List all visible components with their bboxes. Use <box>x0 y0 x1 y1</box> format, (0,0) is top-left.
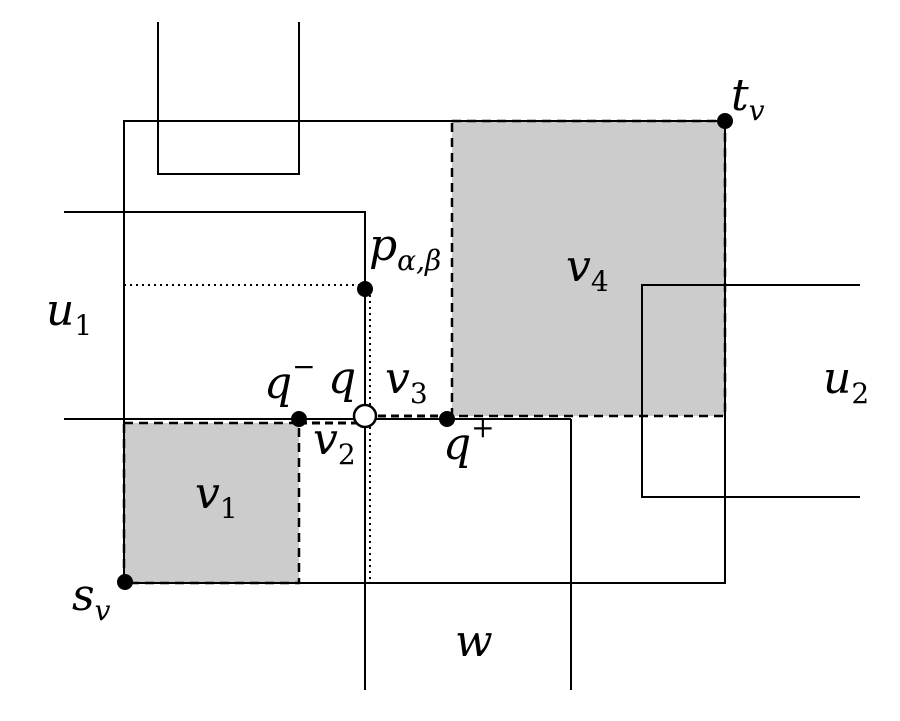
label-p-base: p <box>369 220 397 271</box>
label-s-v: sv <box>72 570 111 627</box>
label-v4-sub: 4 <box>591 265 609 298</box>
label-u1-base: u <box>46 285 74 336</box>
point-p-alpha-beta <box>357 281 373 297</box>
region-v4 <box>450 119 727 418</box>
label-q: q <box>328 353 356 404</box>
label-v3: v3 <box>385 353 428 410</box>
label-v4: v4 <box>566 241 609 298</box>
label-v2: v2 <box>313 414 356 471</box>
label-p-sub: α,β <box>397 244 441 277</box>
label-v2-sub: 2 <box>338 438 356 471</box>
label-v3-sub: 3 <box>410 377 428 410</box>
outer-box-v <box>123 120 726 584</box>
label-u1: u1 <box>46 285 92 342</box>
label-v4-base: v <box>566 241 591 292</box>
region-u1-boundary <box>64 211 366 690</box>
label-p-alpha-beta: pα,β <box>369 220 441 277</box>
region-u2-boundary <box>641 284 860 498</box>
label-u2-sub: 2 <box>851 377 869 410</box>
label-t-v-base: t <box>731 70 749 121</box>
top-open-box <box>157 22 300 175</box>
label-v1: v1 <box>195 468 238 525</box>
label-s-v-sub: v <box>95 594 111 627</box>
point-t-v <box>717 113 733 129</box>
label-q-plus-base: q <box>443 419 471 470</box>
point-q-minus <box>291 411 307 427</box>
label-v1-base: v <box>195 468 220 519</box>
label-u1-sub: 1 <box>74 309 92 342</box>
label-t-v: tv <box>731 70 765 127</box>
label-u2: u2 <box>823 353 869 410</box>
label-q-minus-base: q <box>264 358 292 409</box>
label-v1-sub: 1 <box>220 492 238 525</box>
label-u2-base: u <box>823 353 851 404</box>
label-t-v-sub: v <box>749 94 765 127</box>
label-q-plus: q+ <box>443 411 495 470</box>
label-q-minus: q− <box>264 350 316 409</box>
point-q <box>352 403 378 429</box>
label-w: w <box>455 616 493 667</box>
label-v3-base: v <box>385 353 410 404</box>
point-s-v <box>117 574 133 590</box>
label-s-v-base: s <box>72 570 95 621</box>
label-q-plus-sup: + <box>471 411 494 444</box>
label-v2-base: v <box>313 414 338 465</box>
label-q-minus-sup: − <box>292 350 315 383</box>
point-q-plus <box>439 411 455 427</box>
region-v1 <box>122 421 301 585</box>
